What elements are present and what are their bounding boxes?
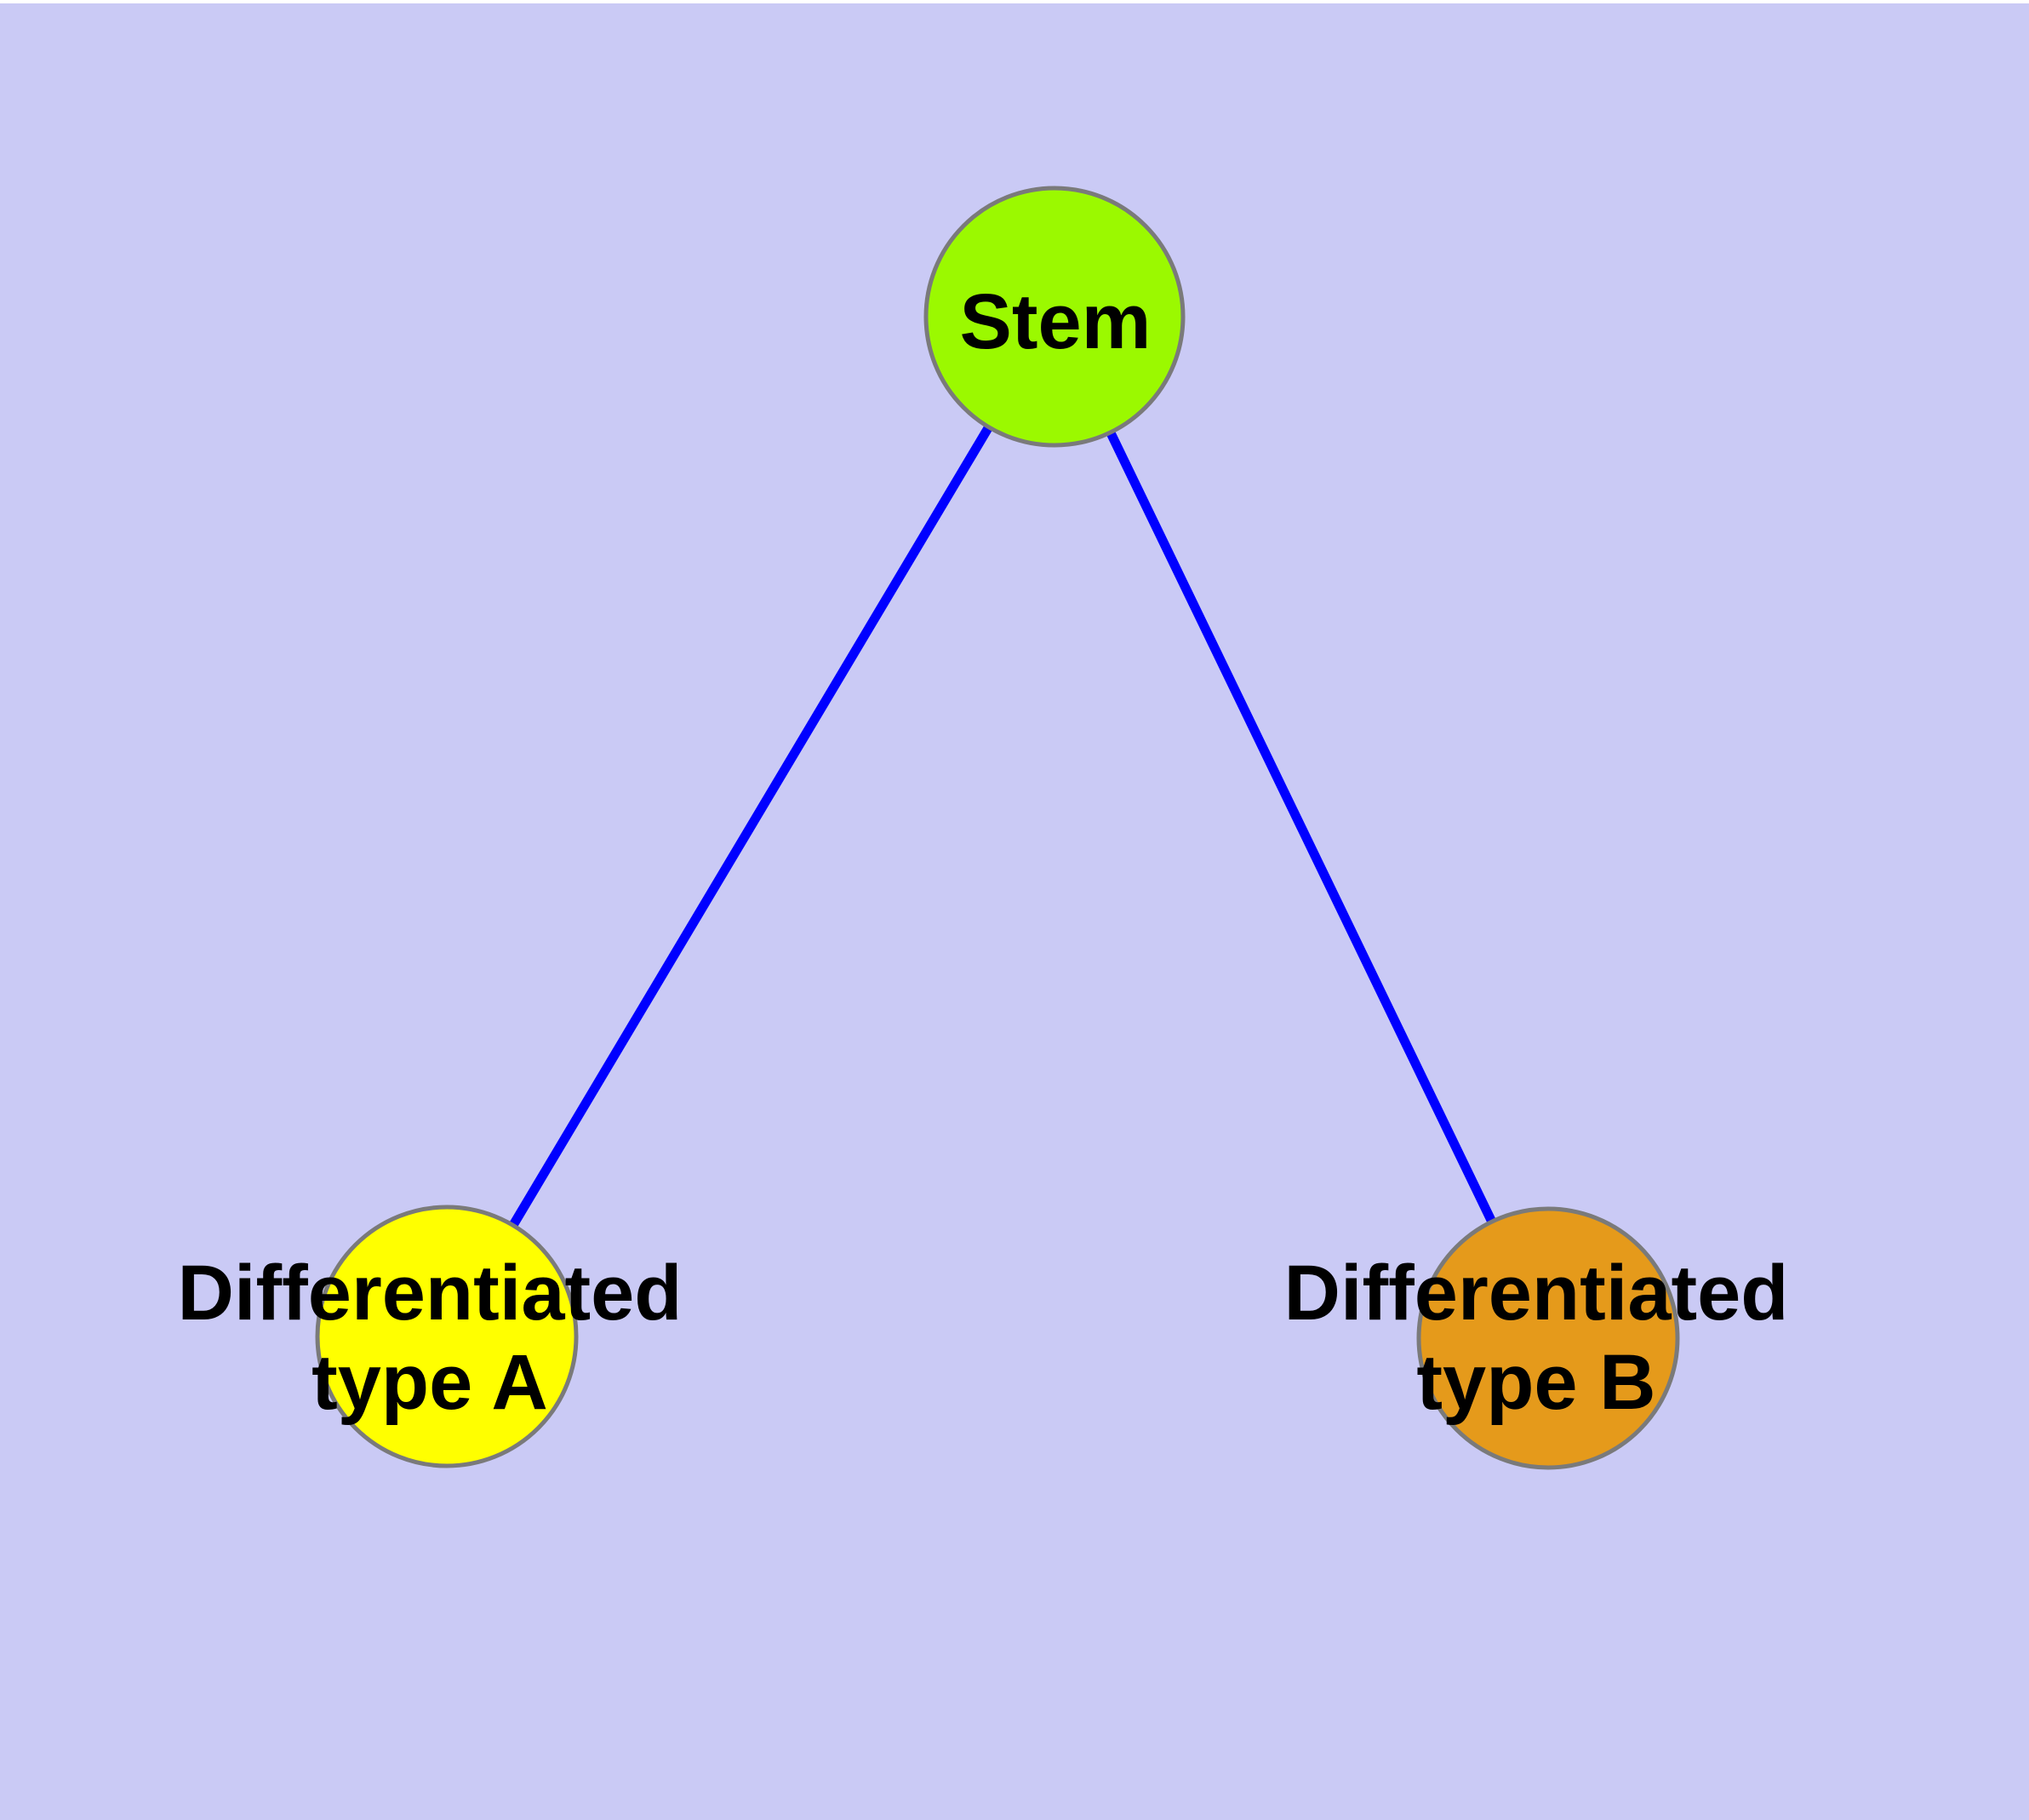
type-a-node-label-line1: Differentiated — [178, 1250, 683, 1336]
type-b-node-circle — [1416, 1206, 1680, 1470]
type-b-node-label-line1: Differentiated — [1284, 1250, 1789, 1336]
top-white-strip — [0, 0, 2029, 3]
type-a-node-circle — [315, 1205, 579, 1468]
stem-node-label: Stem — [960, 278, 1152, 365]
edge-stem-to-type-a — [442, 312, 1060, 1342]
node-stem: Stem — [923, 186, 1186, 448]
stem-node-circle — [923, 186, 1186, 448]
node-differentiated-type-a: Differentiated type A — [178, 1205, 683, 1468]
edge-stem-to-type-b — [1049, 312, 1553, 1343]
type-b-node-label-line2: type B — [1416, 1339, 1655, 1426]
node-differentiated-type-b: Differentiated type B — [1284, 1206, 1789, 1470]
type-a-node-label-line2: type A — [311, 1339, 548, 1426]
